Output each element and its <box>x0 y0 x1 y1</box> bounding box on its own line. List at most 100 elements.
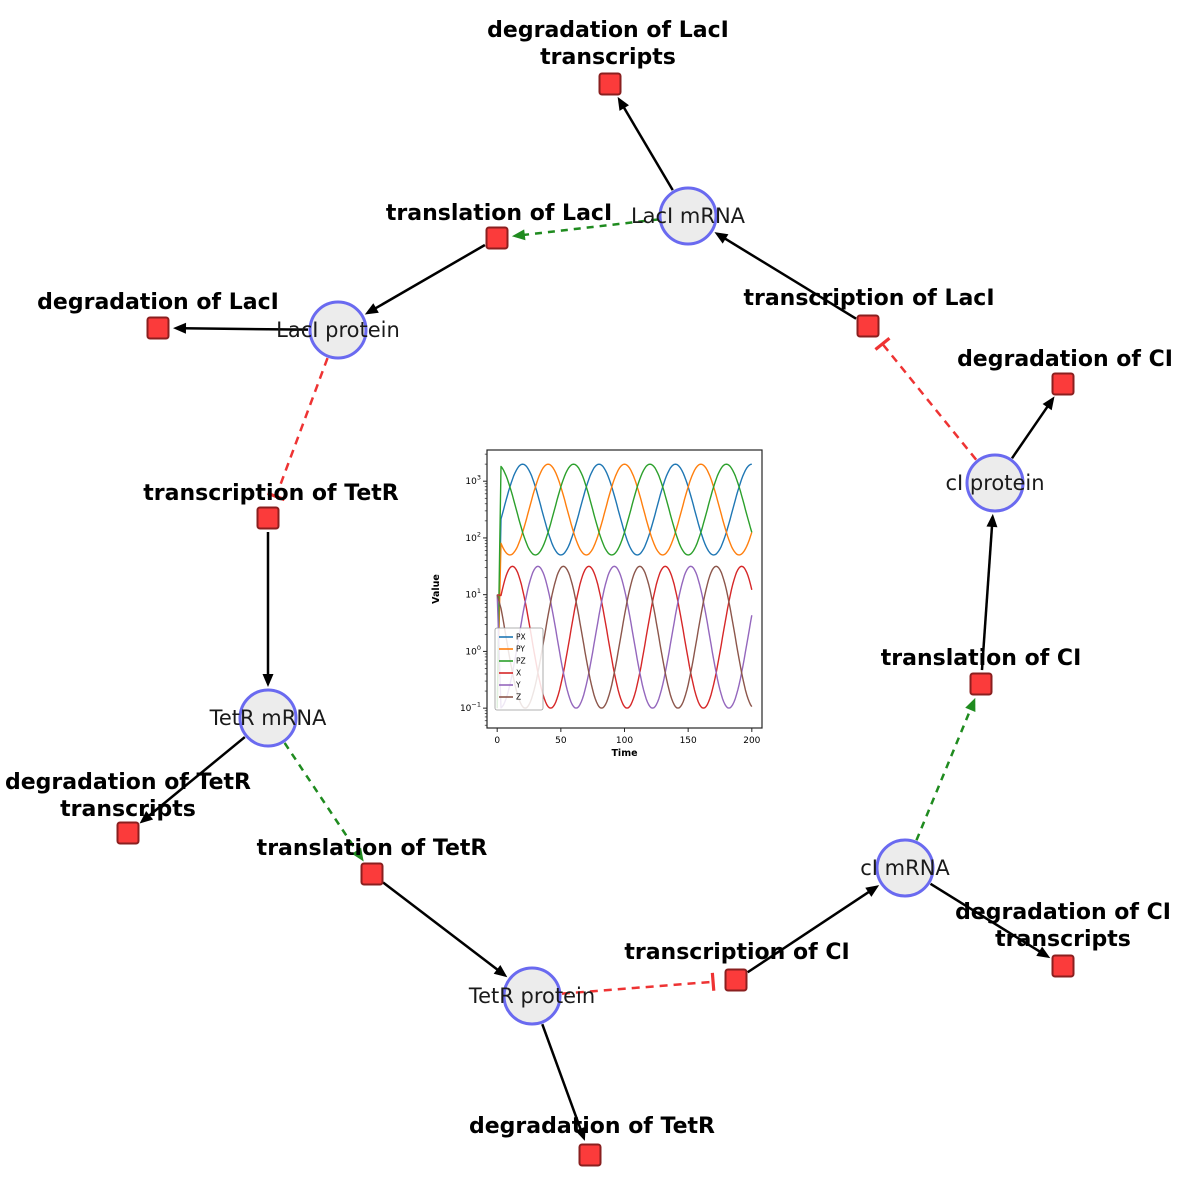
edge-substrate <box>145 736 246 819</box>
reaction-node-transcription-tetr <box>256 506 280 530</box>
species-node-tetr-protein <box>502 966 562 1026</box>
reaction-node-deg-laci-transcripts <box>598 72 622 96</box>
species-node-ci-protein <box>965 453 1025 513</box>
series-line-PY <box>496 463 753 709</box>
reaction-label-line: transcripts <box>60 796 196 822</box>
species-label-ci-mrna: cI mRNA <box>860 856 950 880</box>
arrowhead-icon <box>172 322 187 334</box>
y-tick-label: 101 <box>465 587 481 601</box>
species-node-tetr-mrna <box>238 688 298 748</box>
species-node-laci-protein <box>308 300 368 360</box>
arrowhead-icon <box>351 847 364 862</box>
arrowhead-icon <box>493 964 508 978</box>
edge-substrate <box>621 104 674 191</box>
reaction-node-translation-ci <box>969 672 993 696</box>
arrowhead-icon <box>865 885 880 897</box>
reaction-node-deg-ci-transcripts <box>1051 954 1075 978</box>
legend-label-PX: PX <box>516 633 526 642</box>
arrowhead-icon <box>511 229 526 241</box>
edge-inhibitor <box>561 980 714 995</box>
reaction-label-line: degradation of TetR <box>4 769 252 795</box>
edge-substrate <box>929 882 1044 955</box>
legend-label-PY: PY <box>516 645 525 654</box>
arrowhead-icon <box>364 303 379 315</box>
reaction-node-translation-tetr <box>360 862 384 886</box>
edge-product <box>980 522 994 671</box>
edge-product <box>382 881 501 973</box>
y-tick-label: 102 <box>465 530 481 544</box>
x-tick-label: 100 <box>616 736 633 746</box>
series-line-PZ <box>496 463 753 709</box>
x-tick-label: 200 <box>743 736 760 746</box>
reaction-node-deg-ci <box>1051 372 1075 396</box>
arrowhead-icon <box>986 513 998 528</box>
reaction-label-line: transcripts <box>540 44 676 70</box>
reaction-label-line: translation of LacI <box>385 200 613 226</box>
x-tick-label: 0 <box>494 736 500 746</box>
edge-product <box>746 889 873 974</box>
series-line-Y <box>496 565 753 709</box>
x-tick-label: 50 <box>555 736 567 746</box>
arrowhead-icon <box>1042 396 1055 411</box>
edge-substrate <box>541 1023 583 1133</box>
arrowhead-icon <box>1036 946 1051 959</box>
reaction-label-translation-laci: translation of LacI <box>386 200 612 227</box>
chart-xlabel: Time <box>611 748 637 759</box>
edge-modifier <box>915 705 973 841</box>
edge-product <box>371 243 486 312</box>
reaction-label-transcription-ci: transcription of CI <box>624 939 849 966</box>
legend-label-Z: Z <box>516 693 521 702</box>
reaction-label-line: degradation of TetR <box>468 1113 716 1139</box>
reaction-node-deg-tetr <box>578 1143 602 1167</box>
species-node-ci-mrna <box>875 838 935 898</box>
inhibition-tee-icon <box>267 491 286 502</box>
y-tick-label: 10−1 <box>460 701 481 715</box>
reaction-label-line: transcription of CI <box>624 939 850 965</box>
reaction-label-line: degradation of CI <box>957 346 1173 372</box>
legend-label-PZ: PZ <box>516 657 526 666</box>
reaction-label-line: transcription of LacI <box>743 285 995 311</box>
inhibition-tee-icon <box>874 336 891 351</box>
arrowhead-icon <box>965 697 976 712</box>
edge-substrate <box>181 327 309 331</box>
edge-modifier <box>283 742 360 855</box>
arrowhead-icon <box>617 96 629 111</box>
species-label-tetr-protein: TetR protein <box>468 984 596 1008</box>
chart-ylabel: Value <box>431 574 442 604</box>
reaction-node-deg-tetr-transcripts <box>116 821 140 845</box>
reaction-label-translation-ci: translation of CI <box>881 645 1082 672</box>
reaction-node-translation-laci <box>485 226 509 250</box>
legend-label-Y: Y <box>515 681 521 690</box>
arrowhead-icon <box>575 1126 586 1141</box>
species-label-tetr-mrna: TetR mRNA <box>209 706 327 730</box>
reaction-label-line: degradation of CI <box>955 899 1171 925</box>
arrowhead-icon <box>262 674 274 687</box>
reaction-label-deg-tetr: degradation of TetR <box>469 1113 715 1140</box>
edge-product <box>721 235 857 320</box>
arrowhead-icon <box>139 810 154 824</box>
y-tick-label: 103 <box>465 474 481 488</box>
reaction-label-transcription-tetr: transcription of TetR <box>143 480 398 507</box>
species-label-laci-mrna: LacI mRNA <box>630 204 746 228</box>
reaction-label-line: translation of TetR <box>256 835 488 861</box>
reaction-label-deg-ci: degradation of CI <box>957 346 1173 373</box>
legend-label-X: X <box>516 669 521 678</box>
y-tick-label: 100 <box>465 644 481 658</box>
reaction-node-transcription-laci <box>856 314 880 338</box>
species-label-laci-protein: LacI protein <box>276 318 400 342</box>
reaction-label-deg-laci: degradation of LacI <box>37 289 279 316</box>
reaction-label-line: degradation of LacI <box>37 289 279 315</box>
species-node-laci-mrna <box>658 186 718 246</box>
edge-modifier <box>520 218 659 237</box>
reaction-label-line: translation of CI <box>880 645 1082 671</box>
reaction-node-transcription-ci <box>724 968 748 992</box>
reaction-label-line: transcripts <box>995 926 1131 952</box>
reaction-label-transcription-laci: transcription of LacI <box>743 285 994 312</box>
